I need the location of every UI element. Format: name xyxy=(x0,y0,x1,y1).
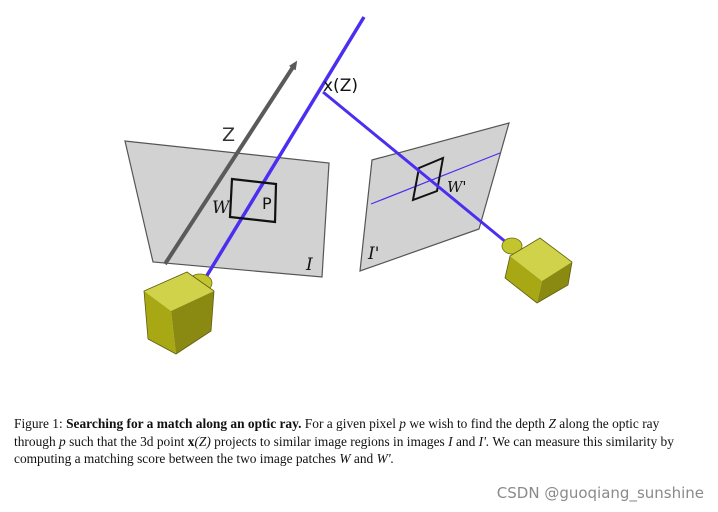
watermark: CSDN @guoqiang_sunshine xyxy=(496,484,704,502)
camera-left xyxy=(143,271,215,355)
caption-text-8: and xyxy=(353,451,374,466)
caption-text-1: For a given pixel xyxy=(304,416,396,431)
caption-var-p-2: p xyxy=(59,433,66,449)
epipolar-line xyxy=(370,152,501,205)
caption-var-w-prime: W'. xyxy=(376,451,394,466)
image-i-prime-label: I' xyxy=(367,244,379,264)
caption-text-3: along the optic ray through xyxy=(14,416,660,449)
window-w-prime-label: W' xyxy=(447,178,467,196)
caption-var-zparen: (Z) xyxy=(194,433,211,449)
caption-var-x: x xyxy=(187,433,195,449)
caption-var-z: Z xyxy=(548,416,556,431)
camera-right xyxy=(501,237,573,304)
image-plane-left xyxy=(124,140,330,278)
caption-var-i-prime: I'. xyxy=(478,433,490,449)
image-i-label: I xyxy=(305,255,313,275)
caption-var-i: I xyxy=(448,433,453,449)
caption-title: Searching for a match along an optic ray… xyxy=(66,416,302,431)
z-axis-arrow xyxy=(163,60,298,266)
image-plane-right xyxy=(359,122,510,272)
point-p-label: P xyxy=(262,194,272,213)
caption-figure-label: Figure 1: xyxy=(14,416,63,431)
caption-text-6: and xyxy=(455,433,476,449)
figure-caption: Figure 1: Searching for a match along an… xyxy=(14,415,704,468)
projection-ray-right xyxy=(322,90,508,245)
caption-text-4: such that the 3d point xyxy=(69,433,185,449)
caption-text-5: projects to similar image regions in ima… xyxy=(214,433,445,449)
window-w-label: W xyxy=(212,198,231,218)
caption-text-7: We can measure this similarity by comput… xyxy=(14,433,674,467)
z-axis-label: Z xyxy=(222,124,235,146)
window-w xyxy=(228,177,278,224)
optic-ray xyxy=(201,16,366,283)
window-w-prime xyxy=(411,156,445,202)
caption-text-2: we wish to find the depth xyxy=(409,416,546,431)
point-xz-label: x(Z) xyxy=(323,76,358,96)
caption-var-p: p xyxy=(399,416,406,431)
caption-var-w: W xyxy=(339,451,351,466)
